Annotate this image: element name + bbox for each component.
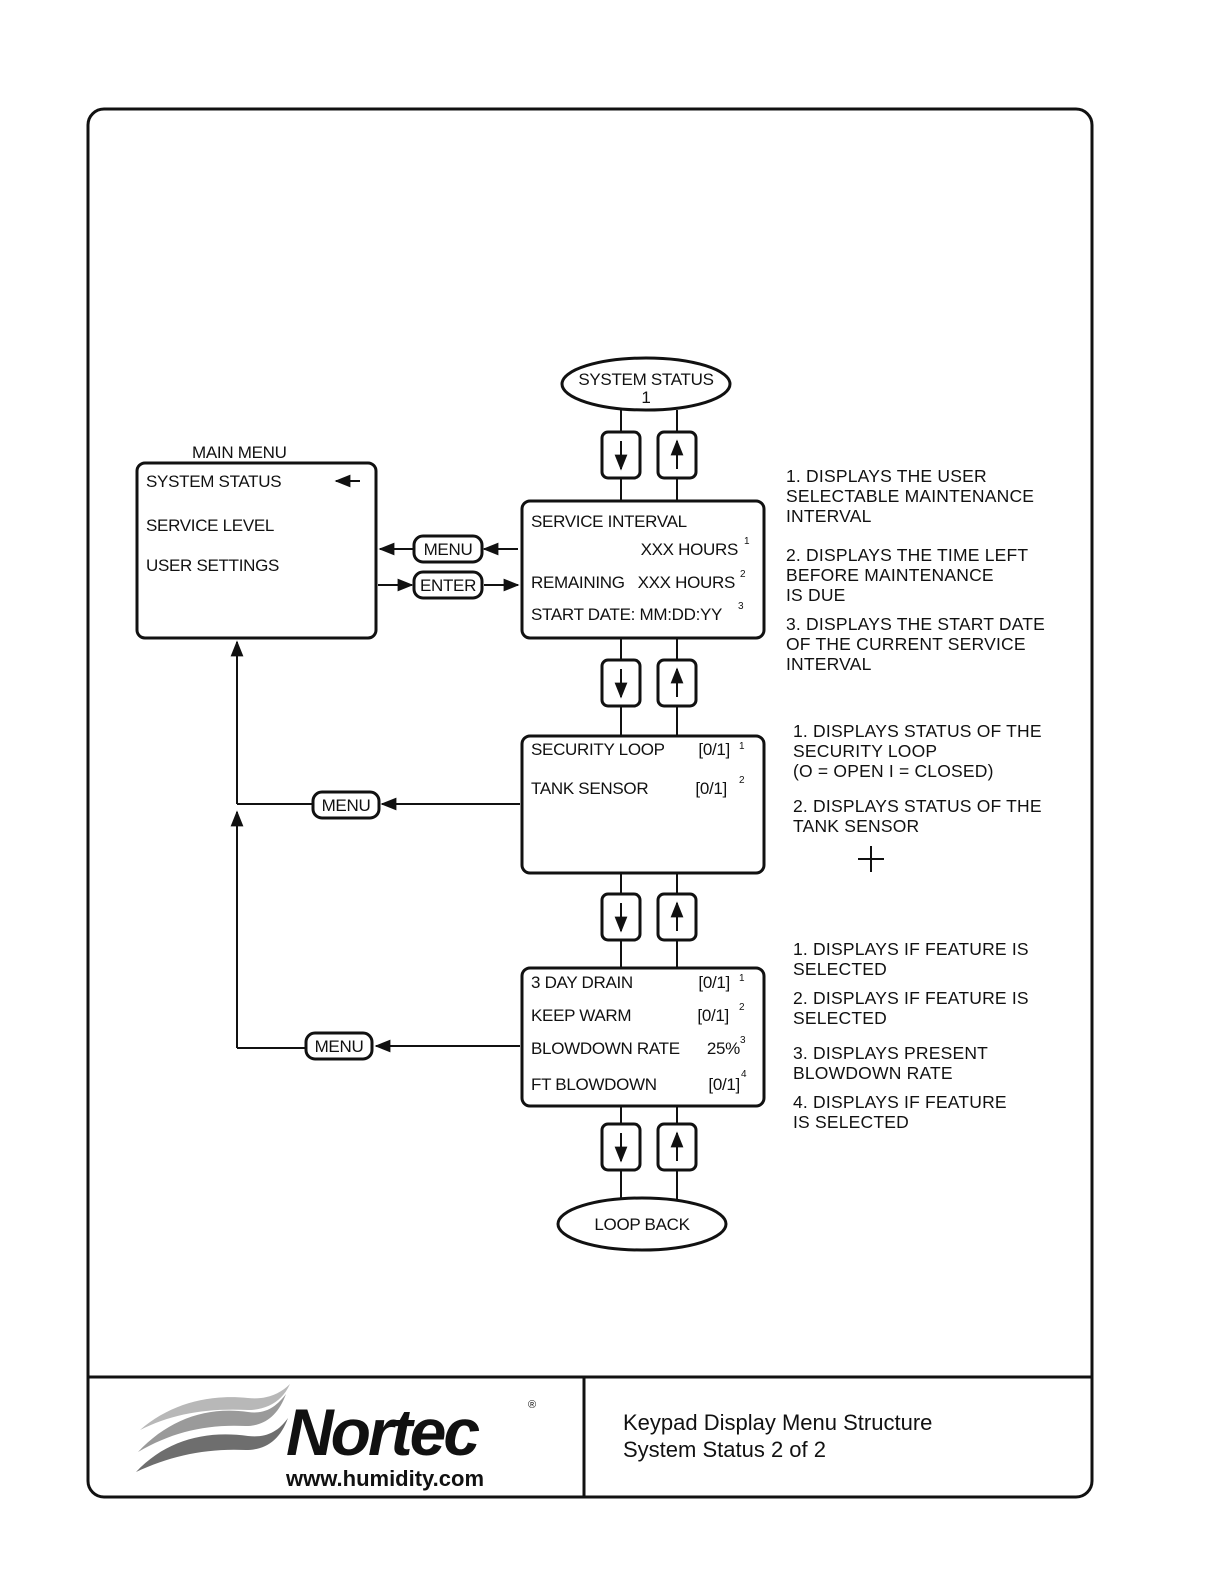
note-line: OF THE CURRENT SERVICE <box>786 634 1026 654</box>
note-line: 3. DISPLAYS PRESENT <box>793 1043 988 1063</box>
website-url: www.humidity.com <box>285 1466 484 1491</box>
main-menu-item-system-status[interactable]: SYSTEM STATUS <box>146 472 282 491</box>
menu-button-label: MENU <box>322 796 371 815</box>
security-loop-label: SECURITY LOOP <box>531 740 665 759</box>
ref-marker: 2 <box>739 1002 745 1013</box>
note-line: IS DUE <box>786 585 846 605</box>
note-line: BEFORE MAINTENANCE <box>786 565 994 585</box>
document-title-line1: Keypad Display Menu Structure <box>623 1410 932 1435</box>
ref-marker: 2 <box>739 775 745 786</box>
note-line: 2. DISPLAYS THE TIME LEFT <box>786 545 1028 565</box>
main-menu-item-service-level[interactable]: SERVICE LEVEL <box>146 516 274 535</box>
remaining-label: REMAINING <box>531 573 625 592</box>
note-line: 2. DISPLAYS IF FEATURE IS <box>793 988 1029 1008</box>
ref-marker: 3 <box>738 601 744 612</box>
down-arrow-key-icon[interactable] <box>600 892 642 942</box>
keep-warm-label: KEEP WARM <box>531 1006 631 1025</box>
drain-settings-screen <box>520 966 766 1108</box>
blowdown-rate-label: BLOWDOWN RATE <box>531 1039 680 1058</box>
document-title-line2: System Status 2 of 2 <box>623 1437 826 1462</box>
note-line: INTERVAL <box>786 654 872 674</box>
registered-mark: ® <box>528 1399 536 1411</box>
keep-warm-value: [0/1] <box>697 1006 729 1025</box>
note-line: 1. DISPLAYS THE USER <box>786 466 987 486</box>
loop-back-oval[interactable] <box>556 1196 728 1252</box>
tank-sensor-label: TANK SENSOR <box>531 779 648 798</box>
menu-button[interactable] <box>412 534 484 564</box>
ref-marker: 1 <box>739 973 745 984</box>
system-status-oval[interactable] <box>560 356 732 412</box>
note-line: SELECTED <box>793 1008 887 1028</box>
enter-button-label: ENTER <box>420 576 476 595</box>
note-line: INTERVAL <box>786 506 872 526</box>
main-menu-title: MAIN MENU <box>192 443 287 462</box>
note-line: 1. DISPLAYS IF FEATURE IS <box>793 939 1029 959</box>
three-day-drain-value: [0/1] <box>698 973 730 992</box>
ref-marker: 1 <box>744 536 750 547</box>
ft-blowdown-label: FT BLOWDOWN <box>531 1075 657 1094</box>
ref-marker: 4 <box>741 1069 747 1080</box>
note-line: 2. DISPLAYS STATUS OF THE <box>793 796 1042 816</box>
note-line: 3. DISPLAYS THE START DATE <box>786 614 1045 634</box>
menu-button[interactable] <box>304 1031 374 1061</box>
note-line: SELECTABLE MAINTENANCE <box>786 486 1034 506</box>
ref-marker: 2 <box>740 569 746 580</box>
three-day-drain-label: 3 DAY DRAIN <box>531 973 633 992</box>
down-arrow-key-icon[interactable] <box>600 658 642 708</box>
up-arrow-key-icon[interactable] <box>656 892 698 942</box>
nortec-brand: Nortec <box>286 1395 479 1469</box>
down-arrow-key-icon[interactable] <box>600 430 642 480</box>
notes-security: 1. DISPLAYS STATUS OF THE SECURITY LOOP … <box>793 721 1042 836</box>
connector-lines <box>620 410 678 1200</box>
up-arrow-key-icon[interactable] <box>656 430 698 480</box>
note-line: (O = OPEN I = CLOSED) <box>793 761 994 781</box>
loop-back-label: LOOP BACK <box>594 1215 690 1234</box>
security-loop-screen <box>520 734 766 875</box>
note-line: BLOWDOWN RATE <box>793 1063 953 1083</box>
service-interval-label: SERVICE INTERVAL <box>531 512 687 531</box>
note-line: SECURITY LOOP <box>793 741 937 761</box>
notes-drain: 1. DISPLAYS IF FEATURE IS SELECTED 2. DI… <box>793 939 1029 1132</box>
service-interval-screen <box>520 499 766 640</box>
tank-sensor-value: [0/1] <box>695 779 727 798</box>
nortec-wave-logo-icon <box>136 1384 290 1472</box>
up-arrow-key-icon[interactable] <box>656 1122 698 1172</box>
up-arrow-key-icon[interactable] <box>656 658 698 708</box>
notes-service-interval: 1. DISPLAYS THE USER SELECTABLE MAINTENA… <box>786 466 1045 674</box>
remaining-value: XXX HOURS <box>638 573 735 592</box>
menu-button-label: MENU <box>315 1037 364 1056</box>
ref-marker: 1 <box>739 741 745 752</box>
note-line: TANK SENSOR <box>793 816 919 836</box>
system-status-oval-number: 1 <box>641 388 650 407</box>
ref-marker: 3 <box>740 1035 746 1046</box>
start-date-label: START DATE: MM:DD:YY <box>531 605 722 624</box>
menu-button-label: MENU <box>424 540 473 559</box>
note-line: SELECTED <box>793 959 887 979</box>
note-line: 1. DISPLAYS STATUS OF THE <box>793 721 1042 741</box>
blowdown-rate-value: 25% <box>707 1039 740 1058</box>
service-interval-value: XXX HOURS <box>641 540 738 559</box>
plus-icon <box>858 846 884 872</box>
enter-button[interactable] <box>412 570 484 600</box>
down-arrow-key-icon[interactable] <box>600 1122 642 1172</box>
page-frame <box>86 107 1094 1499</box>
main-menu-item-user-settings[interactable]: USER SETTINGS <box>146 556 279 575</box>
note-line: IS SELECTED <box>793 1112 909 1132</box>
main-menu-box <box>135 461 378 640</box>
ft-blowdown-value: [0/1] <box>708 1075 740 1094</box>
note-line: 4. DISPLAYS IF FEATURE <box>793 1092 1007 1112</box>
system-status-oval-label: SYSTEM STATUS <box>578 370 713 389</box>
security-loop-value: [0/1] <box>698 740 730 759</box>
